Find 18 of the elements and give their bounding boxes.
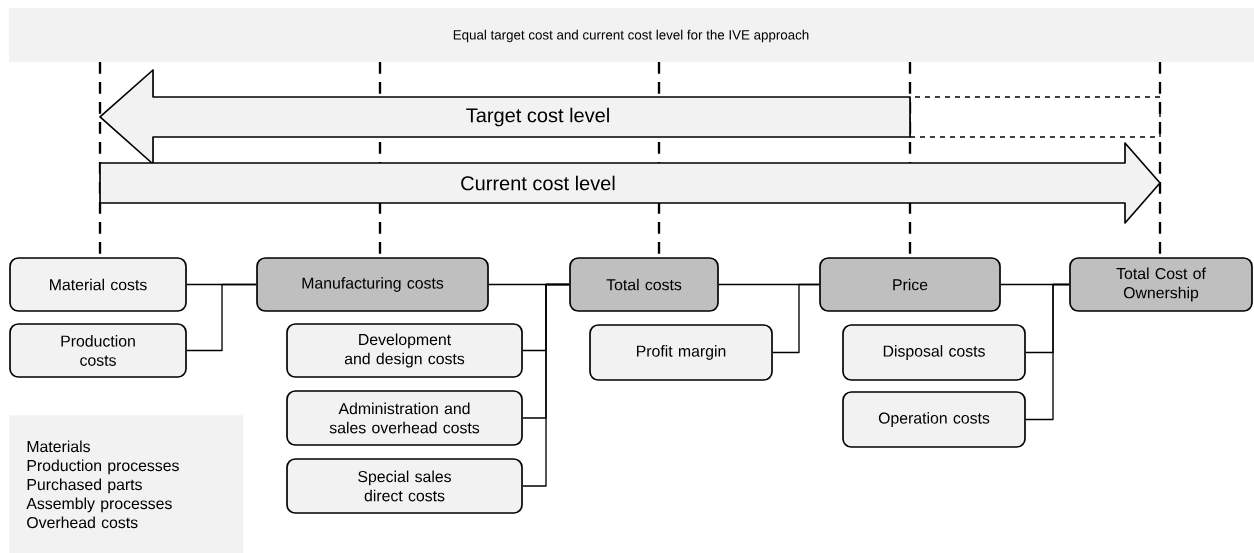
cost-box: Profit margin xyxy=(589,324,773,381)
cost-box: Operation costs xyxy=(842,391,1026,448)
connector xyxy=(522,283,570,487)
connector xyxy=(186,283,257,352)
cost-box: Price xyxy=(819,257,1001,312)
cost-box: Total Cost of Ownership xyxy=(1069,257,1253,312)
connector xyxy=(1025,283,1070,421)
cost-box: Administration and sales overhead costs xyxy=(286,390,523,446)
cost-box: Disposal costs xyxy=(842,324,1026,381)
cost-box: Development and design costs xyxy=(286,323,523,378)
cost-box: Material costs xyxy=(9,257,187,312)
cost-box: Special sales direct costs xyxy=(286,458,523,514)
cost-box: Total costs xyxy=(569,257,719,312)
title-band: Equal target cost and current cost level for the IVE approach xyxy=(9,8,1254,62)
cost-box: Manufacturing costs xyxy=(256,257,489,312)
connector xyxy=(772,283,820,354)
cost-box: Production costs xyxy=(9,323,187,378)
note-box: Materials Production processes Purchased parts Assembly processes Overhead costs xyxy=(9,415,244,553)
